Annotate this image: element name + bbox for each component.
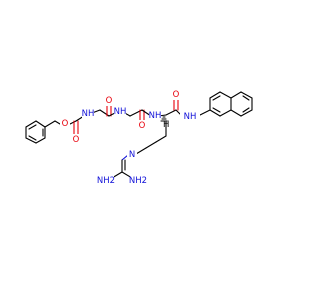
atom-nh-carbamate: NH	[82, 109, 95, 119]
atom-o-carbamate: O	[73, 135, 80, 145]
atom-nh-gly2: NH	[149, 111, 162, 121]
atom-o-ester: O	[62, 119, 69, 129]
bond-layer	[25, 91, 253, 179]
stereo-h-label: H	[163, 120, 169, 130]
structure-diagram: O O NH O NH O NH H O NH N NH2 NH2	[25, 89, 253, 186]
benzene-ring	[25, 120, 46, 144]
atom-o-gly2: O	[139, 121, 146, 131]
atom-o-arg: O	[173, 90, 180, 100]
atom-nh-amide: NH	[184, 112, 197, 122]
atom-labels: O O NH O NH O NH H O NH N NH2 NH2	[60, 89, 200, 186]
benzyl-ch2-bond	[44, 120, 56, 128]
atom-nh2-left: NH2	[97, 176, 115, 186]
atom-nh-gly1: NH	[114, 107, 127, 117]
atom-o-gly1: O	[106, 96, 113, 106]
naphthalene-ring	[209, 91, 253, 117]
atom-nh2-right: NH2	[129, 176, 147, 186]
molecule-canvas: O O NH O NH O NH H O NH N NH2 NH2	[25, 89, 253, 186]
stereo-hash-bond	[160, 116, 168, 122]
atom-n-guanidine: N	[129, 150, 135, 160]
